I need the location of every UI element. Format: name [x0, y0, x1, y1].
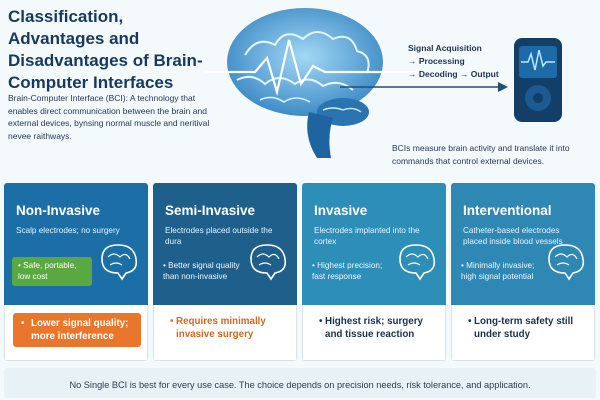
card-header: Semi-Invasive Electrodes placed outside … — [153, 183, 297, 305]
disadvantage-text: Lower signal quality; more interference — [31, 318, 129, 342]
bci-types: Non-Invasive Scalp electrodes; no surger… — [4, 183, 596, 361]
card-footer: • Requires minimally invasive surgery — [153, 305, 297, 361]
bullet-icon: • — [319, 316, 323, 327]
card-title: Semi-Invasive — [165, 203, 256, 218]
card-non-invasive: Non-Invasive Scalp electrodes; no surger… — [4, 183, 148, 361]
brain-icon — [399, 244, 436, 281]
card-description: Electrodes placed outside the dura — [165, 226, 273, 246]
disadvantage-text: Long-term safety still under study — [474, 316, 574, 340]
card-disadvantage: • Highest risk; surgery and tissue react… — [313, 315, 441, 341]
card-invasive: Invasive Electrodes implanted into the c… — [302, 183, 446, 361]
conclusion-banner: No Single BCI is best for every use case… — [4, 368, 596, 398]
signal-pipeline: Signal Acquisition → Processing → Decodi… — [408, 42, 518, 81]
card-description: Catheter-based electrodes placed inside … — [463, 226, 563, 246]
card-advantage: • Safe, portable, low cost — [12, 257, 92, 286]
conclusion-text: No Single BCI is best for every use case… — [69, 380, 531, 390]
bullet-icon: • — [170, 316, 174, 327]
pipeline-step-acquisition: Signal Acquisition — [408, 43, 482, 53]
bullet-icon: • — [468, 316, 472, 327]
signal-arrow-icon — [340, 82, 508, 92]
bci-definition: Brain-Computer Interface (BCI): A techno… — [8, 93, 210, 141]
card-description: Scalp electrodes; no surgery — [16, 226, 120, 235]
card-disadvantage: • Lower signal quality; more interferenc… — [13, 313, 141, 347]
card-title: Interventional — [463, 203, 552, 218]
card-title: Non-Invasive — [16, 203, 101, 218]
card-description: Electrodes implanted into the cortex — [314, 226, 420, 246]
card-header: Non-Invasive Scalp electrodes; no surger… — [4, 183, 148, 305]
card-footer: • Long-term safety still under study — [451, 305, 595, 361]
card-footer: • Lower signal quality; more interferenc… — [4, 305, 148, 361]
brain-illustration — [205, 8, 420, 158]
brain-icon — [548, 244, 585, 281]
brain-icon — [101, 244, 138, 281]
card-advantage: • Minimally invasive; high signal potent… — [461, 261, 535, 281]
page-title: Classification, Advantages and Disadvant… — [8, 7, 203, 92]
card-disadvantage: • Long-term safety still under study — [462, 315, 590, 341]
disadvantage-text: Requires minimally invasive surgery — [176, 316, 266, 340]
bullet-icon: • — [21, 318, 25, 329]
brain-icon — [250, 244, 287, 281]
card-footer: • Highest risk; surgery and tissue react… — [302, 305, 446, 361]
card-header: Interventional Catheter-based electrodes… — [451, 183, 595, 305]
bci-summary: BCIs measure brain activity and translat… — [392, 143, 570, 166]
device-icon — [514, 38, 562, 122]
pipeline-step-decoding-output: → Decoding → Output — [408, 69, 499, 79]
card-interventional: Interventional Catheter-based electrodes… — [451, 183, 595, 361]
card-header: Invasive Electrodes implanted into the c… — [302, 183, 446, 305]
card-title: Invasive — [314, 203, 368, 218]
card-disadvantage: • Requires minimally invasive surgery — [164, 315, 292, 341]
disadvantage-text: Highest risk; surgery and tissue reactio… — [325, 316, 424, 340]
card-semi-invasive: Semi-Invasive Electrodes placed outside … — [153, 183, 297, 361]
card-advantage: • Better signal quality than non-invasiv… — [163, 261, 240, 281]
pipeline-step-processing: → Processing — [408, 56, 465, 66]
card-advantage: • Highest precision; fast response — [312, 261, 383, 281]
